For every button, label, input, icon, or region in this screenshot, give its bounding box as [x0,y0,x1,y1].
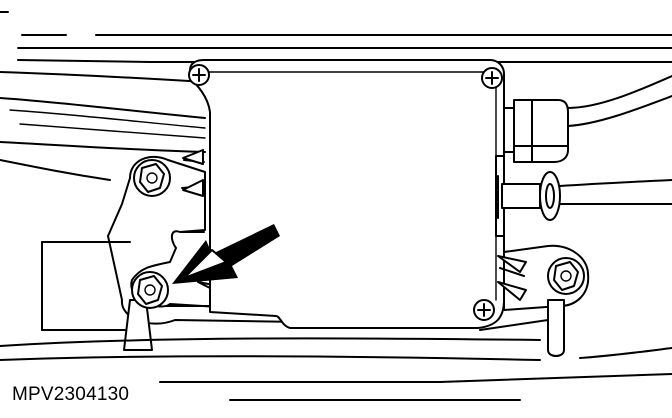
upper-left-mounting-bolt-icon [133,159,171,197]
lower-left-mounting-bolt-icon [123,271,169,351]
callout-arrow-icon [172,224,280,284]
top-frame-lines [0,11,672,63]
top-right-screw-icon [481,67,503,89]
wiring-harness [0,71,206,181]
bottom-frame-lines [0,337,672,401]
module-housing [189,59,505,329]
bottom-right-screw-icon [473,299,495,321]
figure-code: MPV2304130 [12,384,130,405]
top-left-screw-icon [188,64,210,86]
right-mounting-bolt-icon [547,257,585,295]
corner-screws [188,64,503,321]
connectors [495,75,672,237]
housing-left [41,241,131,331]
